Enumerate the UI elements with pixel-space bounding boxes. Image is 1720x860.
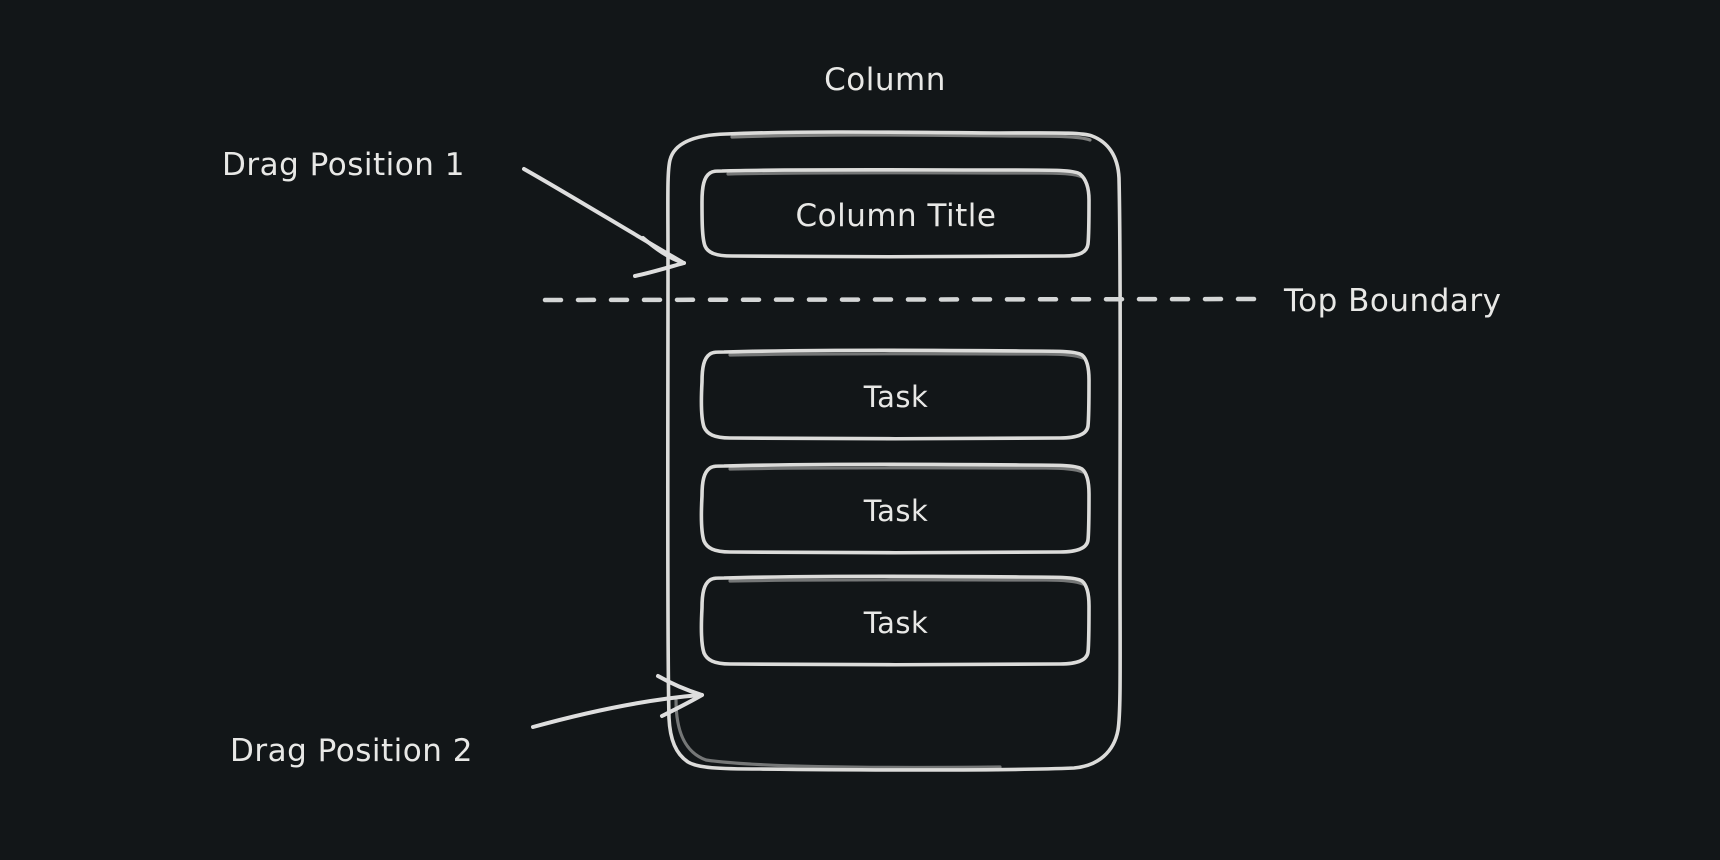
task-label-2: Task <box>863 494 929 528</box>
drag-position-2-arrow <box>531 674 704 729</box>
column-caption: Column <box>824 62 946 98</box>
task-card-1[interactable] <box>699 348 1091 441</box>
top-boundary-label: Top Boundary <box>1283 283 1501 319</box>
drag-position-1-arrow <box>522 167 686 278</box>
column-title-box[interactable] <box>700 167 1091 259</box>
column-container[interactable] <box>665 130 1123 772</box>
task-label-1: Task <box>863 380 929 414</box>
task-card-2[interactable] <box>699 462 1091 555</box>
task-label-3: Task <box>863 606 929 640</box>
drag-position-1-label: Drag Position 1 <box>222 147 465 183</box>
top-boundary-line <box>542 296 1265 303</box>
task-card-3[interactable] <box>699 574 1091 667</box>
column-title-label: Column Title <box>795 198 996 234</box>
drag-position-2-label: Drag Position 2 <box>230 733 473 769</box>
